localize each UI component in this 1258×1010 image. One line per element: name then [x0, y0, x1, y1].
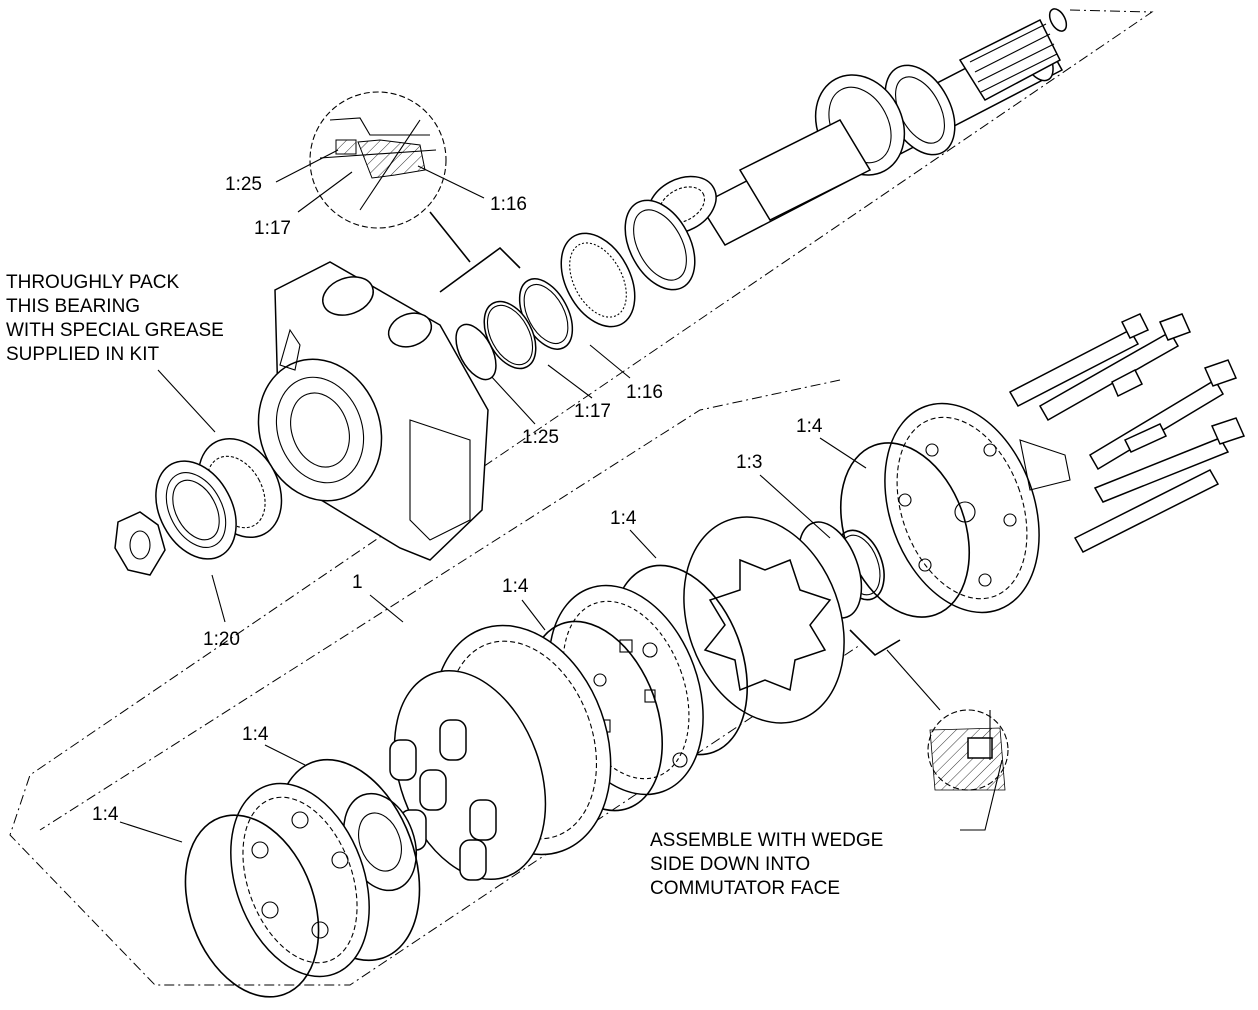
end-cap-bolts [884, 313, 1246, 614]
callout-1-16: 1:16 [626, 382, 663, 403]
callout-1: 1 [352, 572, 363, 593]
grease-note-line-1: THROUGHLY PACK [6, 272, 179, 293]
callout-1-25: 1:25 [522, 427, 559, 448]
front-bearing-seal: 1:20 [114, 437, 283, 650]
callout-1-25-detail: 1:25 [225, 174, 262, 195]
bolts [1008, 313, 1246, 553]
lower-callouts: 1 1:4 1:3 1:4 1:4 1:4 1:4 [92, 416, 867, 843]
callout-1-17-detail: 1:17 [254, 218, 291, 239]
grease-note: THROUGHLY PACK THIS BEARING WITH SPECIAL… [6, 272, 224, 433]
output-shaft-assembly [455, 8, 1068, 381]
wedge-note-line-3: COMMUTATOR FACE [650, 878, 840, 899]
wedge-detail-view [849, 629, 1009, 831]
callout-1-3: 1:3 [736, 452, 762, 473]
assembly-dashed-outline [9, 9, 1154, 986]
wedge-note-line-2: SIDE DOWN INTO [650, 854, 810, 875]
grease-note-line-4: SUPPLIED IN KIT [6, 344, 159, 365]
callout-1-20: 1:20 [203, 629, 240, 650]
callout-1-4-mid: 1:4 [610, 508, 637, 529]
wedge-note-line-1: ASSEMBLE WITH WEDGE [650, 830, 883, 851]
callout-1-4-far-left: 1:4 [92, 804, 119, 825]
seal-detail-view [309, 91, 521, 293]
upper-callouts: 1:25 1:17 1:16 1:16 1:17 1:25 [225, 149, 663, 448]
callout-1-4-gerotor: 1:4 [502, 576, 529, 597]
grease-note-line-3: WITH SPECIAL GREASE [6, 320, 224, 341]
callout-1-4-top: 1:4 [796, 416, 823, 437]
callout-1-4-left: 1:4 [242, 724, 269, 745]
grease-note-line-2: THIS BEARING [6, 296, 140, 317]
callout-1-16-detail: 1:16 [490, 194, 527, 215]
gerotor-stack [184, 442, 971, 998]
shaft-spline [958, 18, 1061, 101]
wedge-note: ASSEMBLE WITH WEDGE SIDE DOWN INTO COMMU… [650, 830, 883, 899]
callout-1-17: 1:17 [574, 401, 611, 422]
motor-housing [257, 261, 489, 561]
